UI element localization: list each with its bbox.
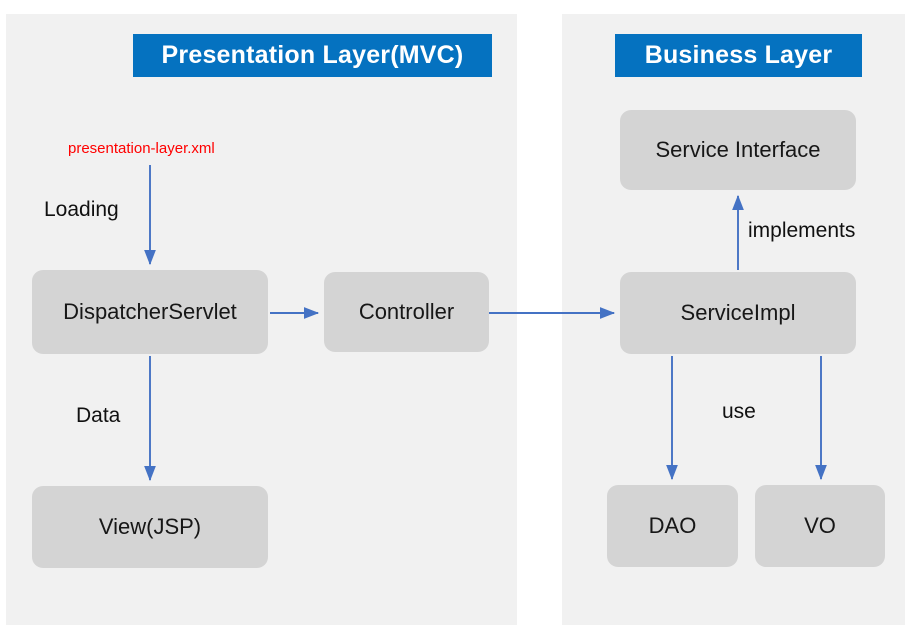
node-view-jsp[interactable]: View(JSP) [32, 486, 268, 568]
node-dispatcher-servlet[interactable]: DispatcherServlet [32, 270, 268, 354]
label-presentation-layer-xml: presentation-layer.xml [68, 140, 215, 157]
node-vo[interactable]: VO [755, 485, 885, 567]
label-implements: implements [748, 219, 856, 242]
label-use: use [722, 400, 756, 423]
node-service-impl[interactable]: ServiceImpl [620, 272, 856, 354]
presentation-layer-title: Presentation Layer(MVC) [133, 34, 492, 77]
node-service-interface[interactable]: Service Interface [620, 110, 856, 190]
label-data: Data [76, 404, 121, 427]
node-controller[interactable]: Controller [324, 272, 489, 352]
node-dao[interactable]: DAO [607, 485, 738, 567]
label-loading: Loading [44, 198, 119, 221]
business-layer-title: Business Layer [615, 34, 862, 77]
